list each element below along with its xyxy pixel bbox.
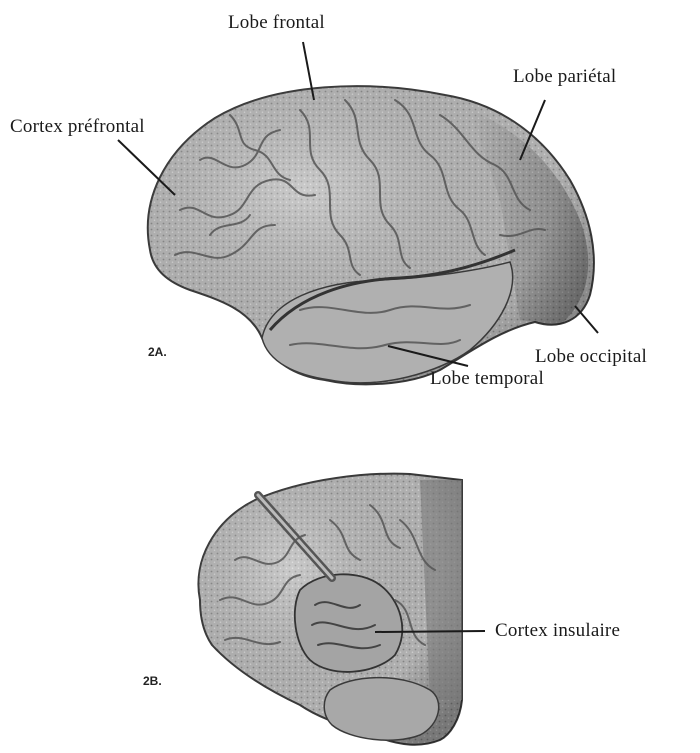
label-cortex-prefrontal: Cortex préfrontal (10, 116, 145, 138)
label-lobe-frontal: Lobe frontal (228, 12, 325, 34)
figure-tag-2a: 2A. (148, 345, 167, 359)
brain-2b (198, 474, 462, 745)
label-lobe-temporal: Lobe temporal (430, 368, 544, 390)
figure-tag-2b: 2B. (143, 674, 162, 688)
label-lobe-occipital: Lobe occipital (535, 346, 647, 368)
leader-line-2b (375, 631, 485, 632)
brain-2a (148, 86, 594, 384)
label-lobe-parietal: Lobe pariétal (513, 66, 616, 88)
label-cortex-insulaire: Cortex insulaire (495, 620, 620, 642)
